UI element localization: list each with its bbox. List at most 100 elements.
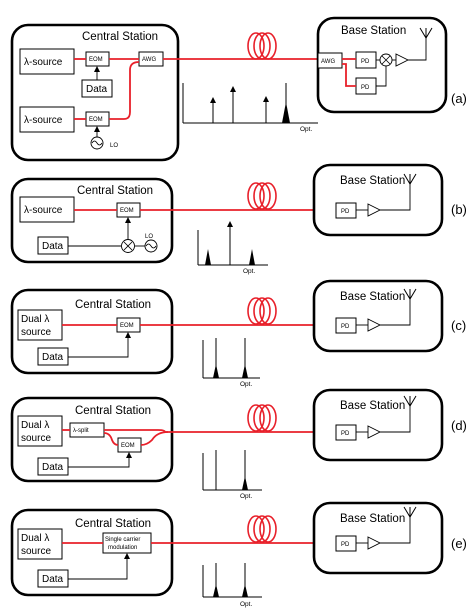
data-spectrum-c2 (242, 364, 248, 378)
data-box-d-label: Data (42, 462, 64, 473)
panel-label-a: (a) (451, 91, 467, 106)
optical-spectrum-c: Opt. (202, 338, 260, 388)
dual-source-e (17, 528, 63, 560)
base-title-e: Base Station (340, 513, 405, 525)
panel-a: Central Station λ-source EOM Data AWG λ-… (10, 16, 467, 162)
lambda-source-b (19, 196, 75, 223)
data-box-d (37, 457, 69, 476)
data-spectrum-e2 (242, 584, 248, 597)
data-spectrum-a (282, 102, 290, 123)
spectrum-axis-a (182, 83, 318, 124)
fiber-a-eom2 (109, 61, 140, 120)
opt-label-e: Opt. (240, 601, 252, 608)
base-title-a: Base Station (341, 25, 406, 37)
panel-c: Central Station Dual λ source EOM Data O… (10, 279, 466, 388)
opt-label-c: Opt. (240, 381, 252, 388)
data-box-c-label: Data (42, 352, 64, 363)
optical-spectrum-b: Opt. (197, 221, 268, 275)
eom-b-label: EOM (120, 208, 134, 214)
antenna-icon-b (403, 173, 417, 185)
pd-a2-label: PD (361, 85, 370, 91)
optical-spectrum-d: Opt. (202, 450, 262, 500)
pd-e-label: PD (341, 542, 350, 548)
panel-d: Central Station Dual λ source λ-split EO… (10, 388, 467, 500)
data-box-c (37, 347, 69, 366)
pd-d-label: PD (341, 431, 350, 437)
dual-source-c-line2: source (21, 327, 51, 338)
panel-label-d: (d) (451, 418, 467, 433)
amplifier-b (367, 203, 382, 217)
dual-source-d-line2: source (21, 433, 51, 444)
amplifier-d (367, 425, 382, 439)
pd-c-label: PD (341, 324, 350, 330)
lambda-split-d-label: λ-split (73, 428, 89, 434)
data-box-b (37, 236, 69, 255)
dual-source-e-line1: Dual λ (21, 533, 49, 544)
awg-tx-a-label: AWG (142, 57, 156, 63)
amplifier-e (367, 536, 382, 550)
eom-d-label: EOM (121, 443, 135, 449)
data-spectrum-c1 (213, 364, 219, 378)
panel-b: Central Station λ-source EOM Data LO (10, 163, 467, 275)
central-title-c: Central Station (75, 299, 151, 311)
pd-a1-label: PD (361, 59, 370, 65)
fiber-coil-a (247, 32, 277, 60)
pd-b (335, 202, 357, 219)
eom-c-label: EOM (120, 323, 134, 329)
data-box-e-label: Data (42, 574, 64, 585)
mixer-a (379, 53, 393, 67)
panel-label-c: (c) (451, 318, 466, 333)
spectrum-axis-e (202, 565, 262, 598)
antenna-icon-a (419, 27, 433, 39)
lambda-source-a1 (19, 48, 75, 75)
panel-label-b: (b) (451, 202, 467, 217)
lambda-source-a2 (19, 106, 75, 133)
pd-b-label: PD (341, 209, 350, 215)
lambda-source-a2-label: λ-source (24, 115, 63, 126)
fiber-coil-e (247, 515, 277, 543)
antenna-feed-b (380, 182, 411, 211)
panel-label-e: (e) (451, 536, 467, 551)
antenna-feed-d (380, 404, 411, 433)
fiber-a-rx2 (342, 63, 356, 87)
awg-rx-a-label: AWG (321, 59, 335, 65)
eom-a1-label: EOM (89, 57, 103, 63)
base-title-c: Base Station (340, 291, 405, 303)
antenna-feed-e (380, 515, 411, 544)
data-box-a-label: Data (86, 84, 108, 95)
opt-label-b: Opt. (243, 268, 255, 275)
optical-spectrum-a: Opt. (182, 83, 318, 133)
dual-source-e-line2: source (21, 546, 51, 557)
base-title-d: Base Station (340, 400, 405, 412)
central-title-d: Central Station (75, 405, 151, 417)
spectrum-axis-d (202, 453, 262, 491)
pd2-mixer-wire-a (376, 66, 387, 87)
antenna-icon-c (403, 288, 417, 300)
awg-rx-a (317, 52, 343, 69)
antenna-feed-c (380, 297, 411, 326)
optical-spectrum-e: Opt. (202, 563, 262, 608)
lo-sine-a (91, 140, 103, 146)
opt-label-d: Opt. (240, 493, 252, 500)
lambda-source-a1-label: λ-source (24, 57, 63, 68)
data-wire-d (68, 452, 132, 468)
pd-e (335, 535, 357, 552)
data-wire-e (68, 553, 130, 580)
upper-sideband-b (249, 249, 255, 265)
data-spectrum-d2 (242, 476, 248, 490)
opt-label-a: Opt. (300, 126, 312, 133)
amplifier-c (367, 318, 382, 332)
dual-source-d-line1: Dual λ (21, 420, 49, 431)
fiber-coil-c (247, 297, 277, 325)
pd-c (335, 317, 357, 334)
central-title-e: Central Station (75, 518, 151, 530)
mixer-b (121, 239, 135, 253)
dual-source-c (17, 309, 63, 341)
data-wire-c (68, 332, 131, 358)
fiber-coil-d (247, 404, 277, 432)
data-box-b-label: Data (42, 241, 64, 252)
modulator-e-line1: Single carrier (105, 537, 140, 543)
lambda-source-b-label: λ-source (24, 205, 63, 216)
modulator-e-line2: modulation (108, 545, 137, 551)
base-title-b: Base Station (340, 175, 405, 187)
